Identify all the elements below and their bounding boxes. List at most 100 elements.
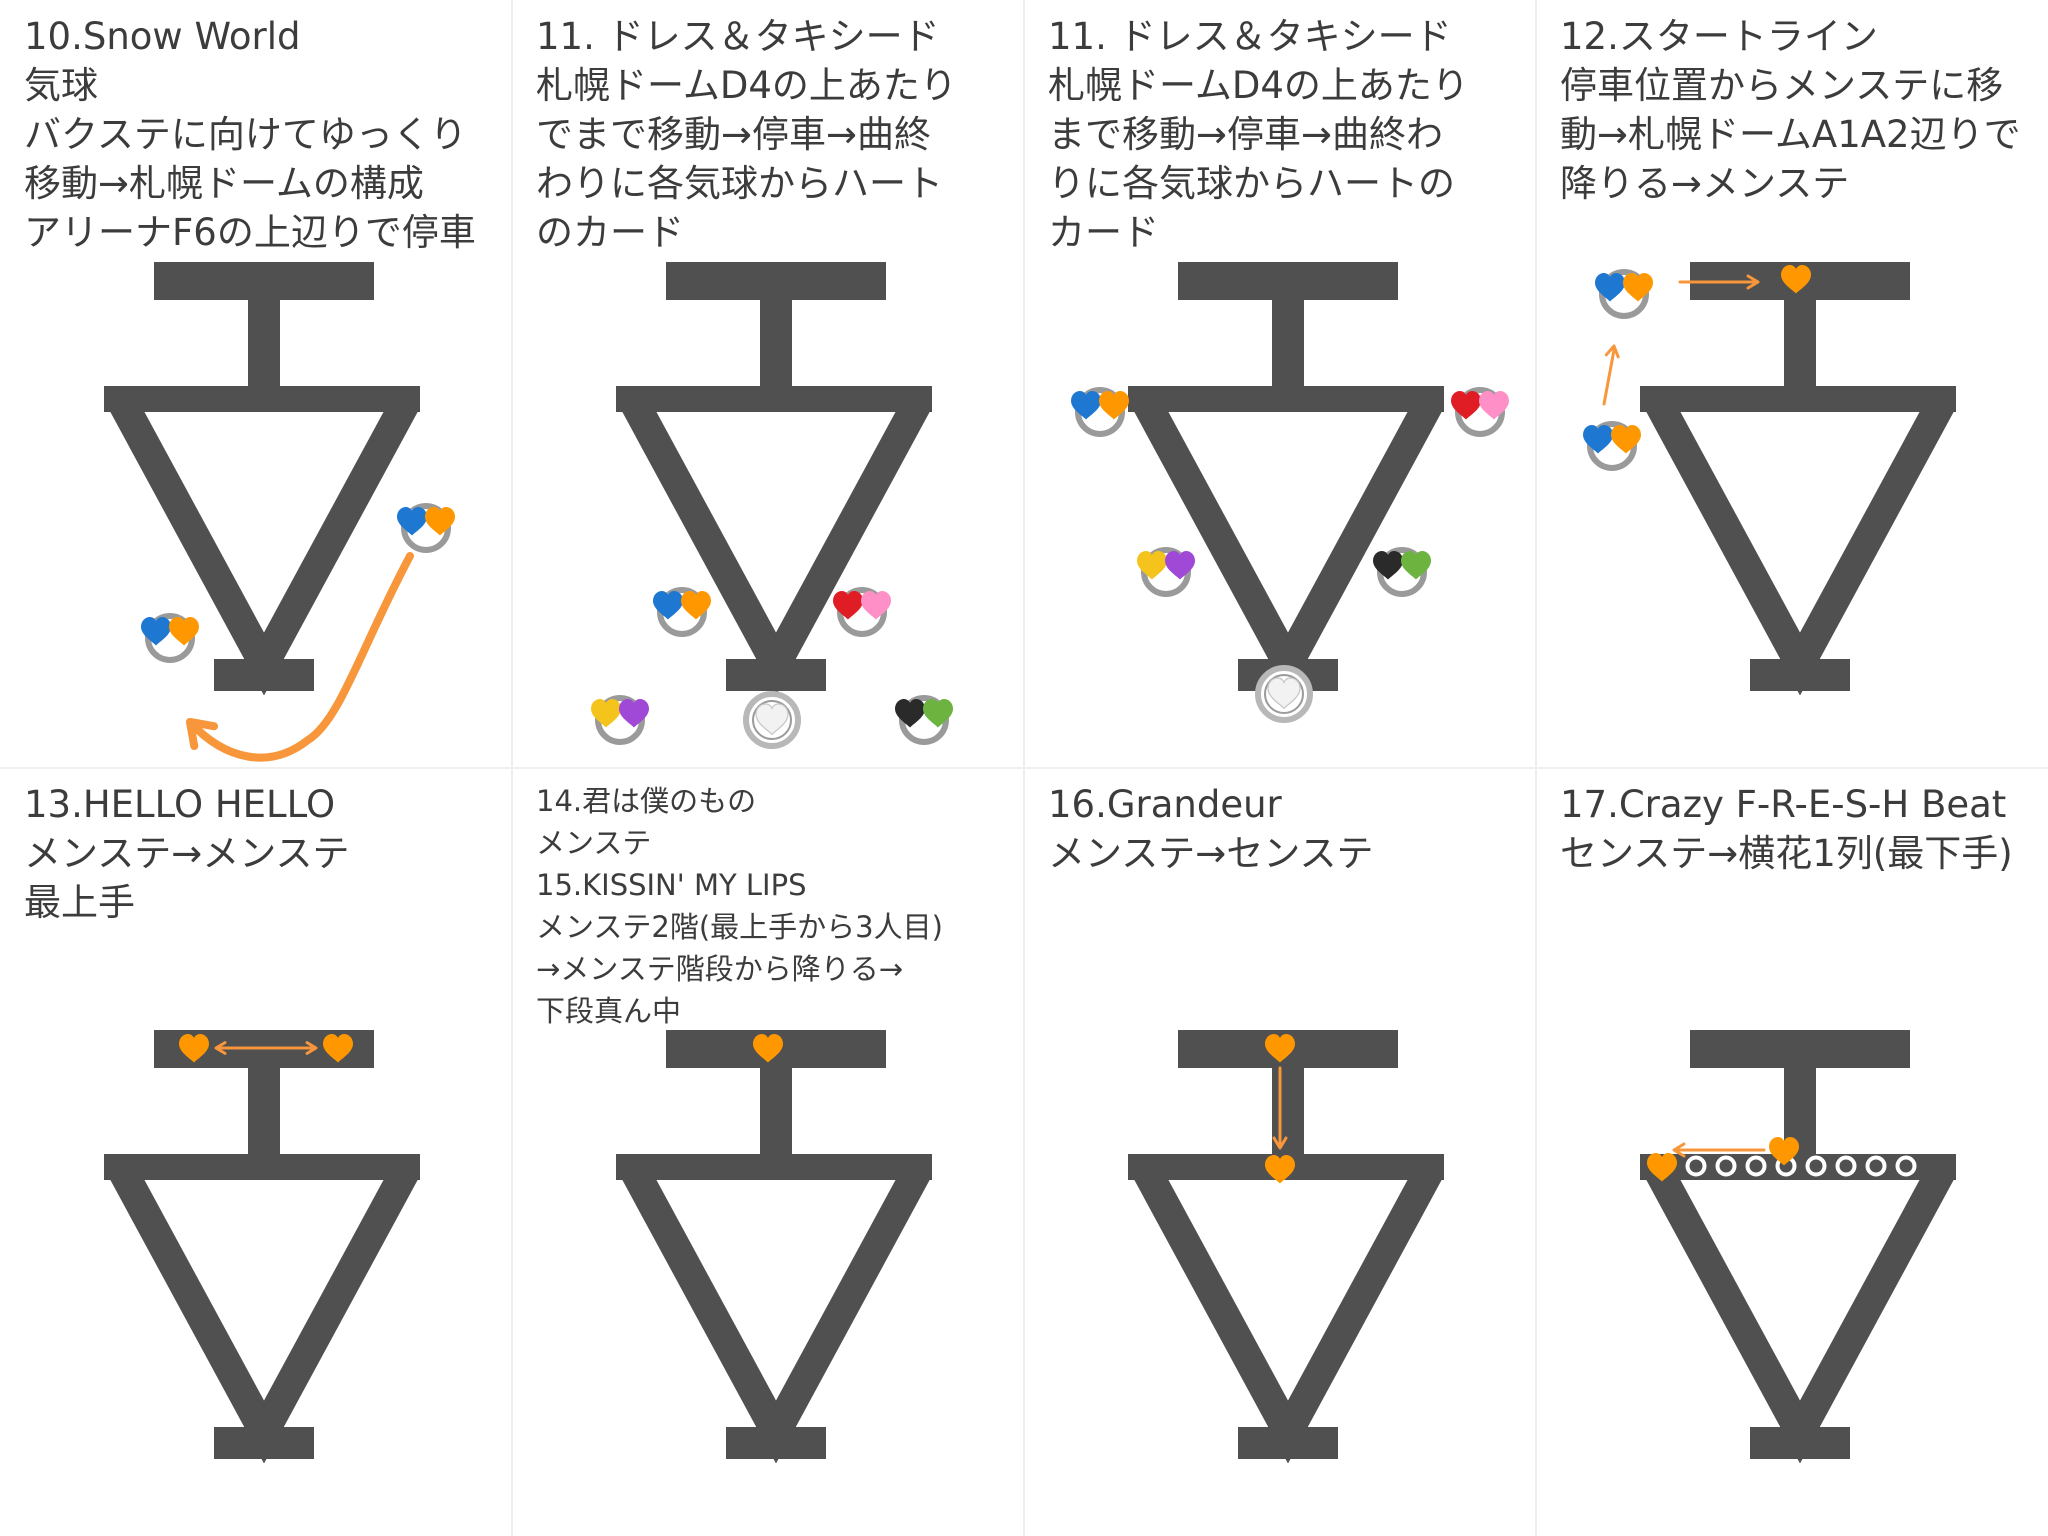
panel-caption: 11. ドレス＆タキシード札幌ドームD4の上あたりまで移動→停車→曲終わりに各気… [1048, 12, 1528, 257]
seat-position-dot [1686, 1156, 1706, 1176]
stage-runway-v [108, 1162, 420, 1464]
back-stage [1750, 1427, 1850, 1459]
caption-line: →メンステ階段から降りる→ [536, 952, 904, 986]
caption-line: バクステに向けてゆっくり [24, 113, 467, 156]
orange-heart-icon [1769, 1137, 1799, 1166]
orange-heart-icon [1265, 1155, 1295, 1184]
back-stage [214, 1427, 314, 1459]
orange-heart-icon [1623, 273, 1653, 302]
balloon-blue-orange [1583, 421, 1641, 471]
panel-diagram [1071, 262, 1509, 723]
stage-walkway [248, 298, 280, 390]
stage-layout [1640, 262, 1956, 696]
caption-line: メンステ2階(最上手から3人目) [536, 910, 943, 944]
seat-position-dot [1716, 1156, 1736, 1176]
stage-layout [1128, 262, 1444, 696]
orange-heart-icon [1611, 425, 1641, 454]
stage-layout [616, 262, 932, 696]
stage-layout [1640, 1030, 1956, 1464]
caption-line: 16.Grandeur [1048, 783, 1282, 826]
caption-line: 14.君は僕のもの [536, 784, 757, 818]
stage-walkway [248, 1066, 280, 1158]
panel-diagram [616, 1030, 932, 1464]
balloon-yellow-purple [591, 695, 649, 745]
black-heart-icon [895, 699, 925, 728]
stage-layout [616, 1030, 932, 1464]
blue-heart-icon [1595, 273, 1625, 302]
orange-heart-icon [323, 1034, 353, 1063]
purple-heart-icon [1165, 551, 1195, 580]
caption-line: メンステ [536, 826, 652, 860]
caption-line: 11. ドレス＆タキシード [1048, 15, 1452, 58]
blue-heart-icon [141, 617, 171, 646]
caption-line: 動→札幌ドームA1A2辺りで [1560, 113, 2021, 156]
balloon-blue-orange [1071, 387, 1129, 437]
seat-position-dot [1866, 1156, 1886, 1176]
main-stage-top [154, 262, 374, 300]
stage-walkway [760, 1066, 792, 1158]
panel-caption: 12.スタートライン停車位置からメンステに移動→札幌ドームA1A2辺りで降りる→… [1560, 12, 2040, 208]
caption-line: 13.HELLO HELLO [24, 783, 336, 826]
blue-heart-icon [397, 507, 427, 536]
red-heart-icon [833, 591, 863, 620]
back-stage [1750, 659, 1850, 691]
red-heart-icon [1451, 391, 1481, 420]
caption-line: のカード [536, 211, 684, 254]
arrow-head-down [1272, 1136, 1288, 1150]
black-heart-icon [1373, 551, 1403, 580]
center-stage-bar [1640, 386, 1956, 412]
white-heart-icon [1267, 677, 1301, 710]
panel-diagram [104, 262, 455, 762]
panel-diagram [591, 262, 953, 749]
green-heart-icon [923, 699, 953, 728]
balloon-white [743, 691, 801, 749]
center-stage-bar [104, 1154, 420, 1180]
blue-heart-icon [653, 591, 683, 620]
panel-p3: 11. ドレス＆タキシード札幌ドームD4の上あたりまで移動→停車→曲終わりに各気… [1024, 0, 1536, 768]
seat-position-dot [1896, 1156, 1916, 1176]
caption-line: 11. ドレス＆タキシード [536, 15, 940, 58]
caption-line: まで移動→停車→曲終わ [1048, 113, 1444, 156]
stage-layout [104, 262, 420, 696]
arrow-head-up [1604, 344, 1620, 359]
route-arrow-head [186, 718, 219, 751]
caption-line: りに各気球からハートの [1048, 162, 1455, 205]
back-stage [214, 659, 314, 691]
stage-runway-v [620, 394, 932, 696]
caption-line: 12.スタートライン [1560, 15, 1878, 58]
main-stage-top [1178, 262, 1398, 300]
caption-line: でまで移動→停車→曲終 [536, 113, 932, 156]
caption-line: 札幌ドームD4の上あたり [1048, 64, 1469, 107]
blue-heart-icon [1583, 425, 1613, 454]
arrow-head-left [214, 1041, 227, 1055]
panel-p4: 12.スタートライン停車位置からメンステに移動→札幌ドームA1A2辺りで降りる→… [1536, 0, 2048, 768]
yellow-heart-icon [591, 699, 621, 728]
caption-line: 10.Snow World [24, 15, 301, 58]
panel-diagram [1640, 1030, 1956, 1464]
panel-divider [0, 767, 2048, 769]
caption-line: 最上手 [24, 881, 135, 924]
white-heart-icon [755, 703, 789, 736]
back-stage [726, 1427, 826, 1459]
stage-runway-v [1644, 394, 1956, 696]
panel-p2: 11. ドレス＆タキシード札幌ドームD4の上あたりでまで移動→停車→曲終わりに各… [512, 0, 1024, 768]
back-stage [726, 659, 826, 691]
balloon-red-pink [833, 587, 891, 637]
orange-heart-icon [179, 1034, 209, 1063]
orange-heart-icon [1647, 1153, 1677, 1182]
stage-walkway [1272, 298, 1304, 390]
purple-heart-icon [619, 699, 649, 728]
orange-heart-icon [1781, 265, 1811, 294]
panel-diagram [1583, 262, 1956, 696]
move-up-arrow [1602, 348, 1616, 406]
stage-runway-v [620, 1162, 932, 1464]
pink-heart-icon [1479, 391, 1509, 420]
orange-heart-icon [425, 507, 455, 536]
panel-diagram [1128, 1030, 1444, 1464]
